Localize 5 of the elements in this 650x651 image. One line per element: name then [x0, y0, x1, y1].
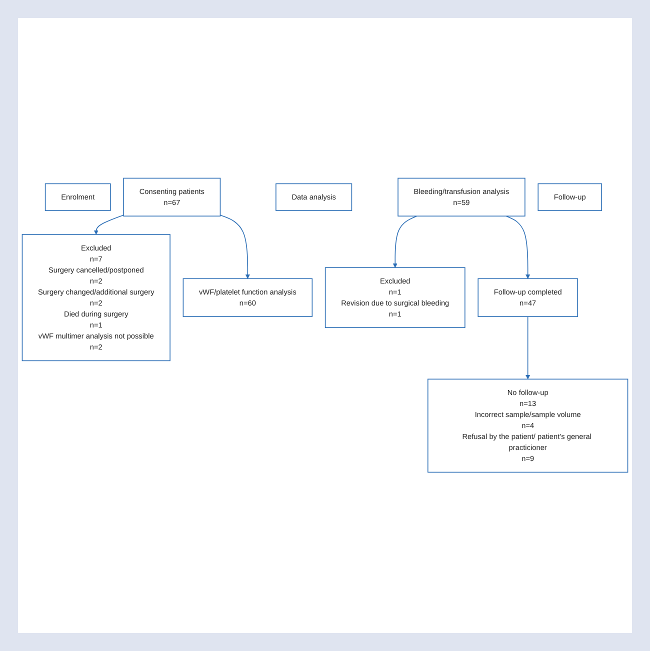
arrow — [392, 216, 418, 268]
arrow — [220, 214, 250, 280]
arrow — [526, 316, 530, 380]
arrow — [506, 216, 530, 280]
arrow — [94, 214, 124, 235]
